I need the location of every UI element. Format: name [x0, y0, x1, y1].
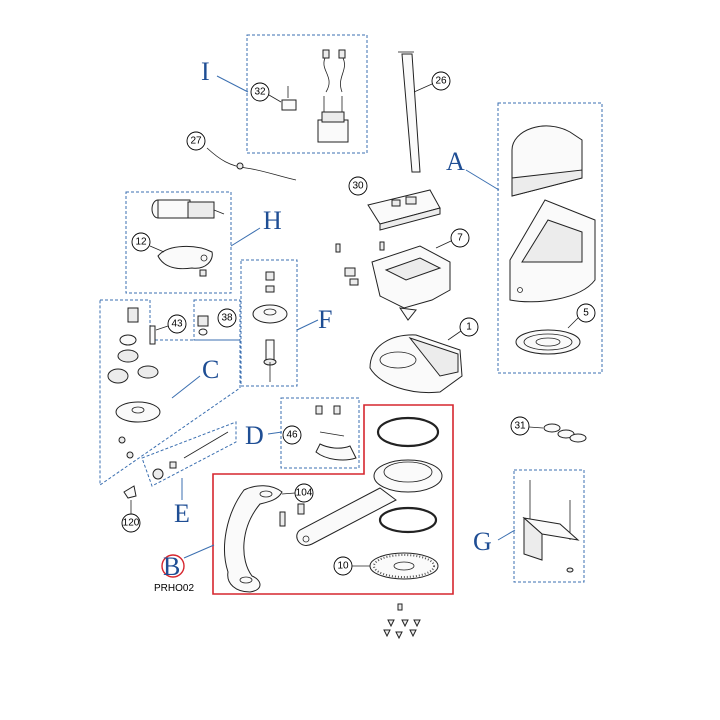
svg-text:1: 1: [466, 322, 472, 333]
sensor-part: [315, 405, 357, 461]
group-H-label: H: [263, 206, 282, 235]
housing-part: [509, 199, 596, 303]
group-D[interactable]: D 46: [245, 397, 360, 469]
callout-10[interactable]: 10: [333, 556, 370, 576]
svg-text:31: 31: [514, 421, 526, 432]
callout-32[interactable]: 32: [250, 82, 282, 103]
svg-text:10: 10: [337, 561, 349, 572]
group-B-leader: [183, 544, 215, 559]
svg-text:30: 30: [352, 181, 364, 192]
group-I-box: [246, 34, 368, 154]
svg-text:7: 7: [457, 233, 463, 244]
motor-part: [151, 199, 225, 219]
group-A-box: [497, 102, 603, 374]
callout-43[interactable]: 43: [155, 314, 187, 334]
motor-plate-part: [157, 246, 213, 277]
svg-text:26: 26: [435, 76, 447, 87]
callout-38[interactable]: 38: [217, 308, 237, 328]
callout-27[interactable]: 27: [186, 131, 206, 151]
part-1-base: [369, 334, 463, 394]
group-H-box: [125, 191, 232, 294]
svg-text:38: 38: [221, 313, 233, 324]
group-H[interactable]: H 12: [125, 191, 282, 294]
group-G-label: G: [473, 527, 492, 556]
group-D-leader: [267, 431, 283, 435]
callout-46[interactable]: 46: [282, 425, 302, 445]
group-F-label: F: [318, 305, 332, 334]
part-120-key: [123, 485, 137, 499]
svg-text:5: 5: [583, 308, 589, 319]
callout-30[interactable]: 30: [348, 176, 368, 196]
gear-stack-part: [107, 307, 161, 459]
svg-text:46: 46: [286, 430, 298, 441]
group-A-leader: [465, 169, 500, 191]
group-B-code: PRHO02: [154, 583, 194, 594]
seal-ring-part: [376, 416, 440, 448]
group-G-leader: [497, 529, 516, 541]
group-B[interactable]: B PRHO02 10: [154, 404, 454, 595]
part-7-chassis: [335, 241, 451, 321]
svg-text:32: 32: [254, 87, 266, 98]
plate-5-part: [515, 329, 581, 355]
group-D-label: D: [245, 421, 264, 450]
group-E-box: [141, 421, 237, 487]
group-E-label: E: [174, 499, 190, 528]
callout-5[interactable]: 5: [567, 303, 596, 329]
lower-seal-part: [378, 506, 438, 534]
pin-part: [149, 325, 156, 345]
part-31-bushings: [543, 423, 587, 443]
group-I-leader: [216, 75, 249, 93]
group-C-leader: [171, 375, 201, 399]
svg-text:27: 27: [190, 136, 202, 147]
gear-part: [252, 271, 288, 382]
anchor-bracket-part: [522, 480, 580, 573]
group-B-highlight-box: [212, 404, 454, 595]
group-F-leader: [296, 319, 319, 331]
group-B-ring: [161, 554, 185, 578]
main-arm-part: [296, 459, 443, 546]
release-key-part: [152, 431, 229, 480]
svg-text:43: 43: [171, 319, 183, 330]
group-G[interactable]: G: [473, 469, 585, 583]
group-F[interactable]: F: [240, 259, 332, 387]
group-C-label: C: [202, 355, 219, 384]
transformer-part: [317, 49, 349, 143]
svg-text:120: 120: [123, 518, 140, 529]
callout-31[interactable]: 31: [510, 416, 544, 436]
callout-120[interactable]: 120: [121, 500, 141, 533]
callout-12[interactable]: 12: [131, 232, 165, 253]
group-I[interactable]: I 32: [201, 34, 368, 154]
callout-7[interactable]: 7: [435, 228, 470, 249]
group-38-box: [193, 299, 241, 341]
callout-26[interactable]: 26: [413, 71, 451, 93]
top-cover-part: [511, 125, 583, 197]
encoder-disc-part: [369, 552, 439, 580]
svg-text:12: 12: [135, 237, 147, 248]
group-F-box: [240, 259, 298, 387]
callout-1[interactable]: 1: [447, 317, 479, 341]
screw-set-part: [383, 603, 421, 640]
part-27-wire: [206, 147, 297, 181]
group-D-box: [280, 397, 360, 469]
curved-arm-part: [224, 485, 305, 593]
group-A[interactable]: A 5: [446, 102, 603, 374]
group-B-label: B: [163, 552, 180, 581]
group-H-leader: [230, 227, 261, 247]
part-30-board: [367, 189, 441, 231]
group-G-box: [513, 469, 585, 583]
group-E[interactable]: E: [141, 421, 237, 528]
svg-text:104: 104: [296, 488, 313, 499]
pinion-part: [197, 315, 209, 336]
small-connector-part: [281, 86, 297, 111]
group-I-label: I: [201, 57, 210, 86]
group-A-label: A: [446, 147, 465, 176]
group-C[interactable]: C 38 43: [99, 299, 241, 486]
part-26-strap: [398, 51, 421, 173]
callout-104[interactable]: 104: [281, 483, 314, 503]
